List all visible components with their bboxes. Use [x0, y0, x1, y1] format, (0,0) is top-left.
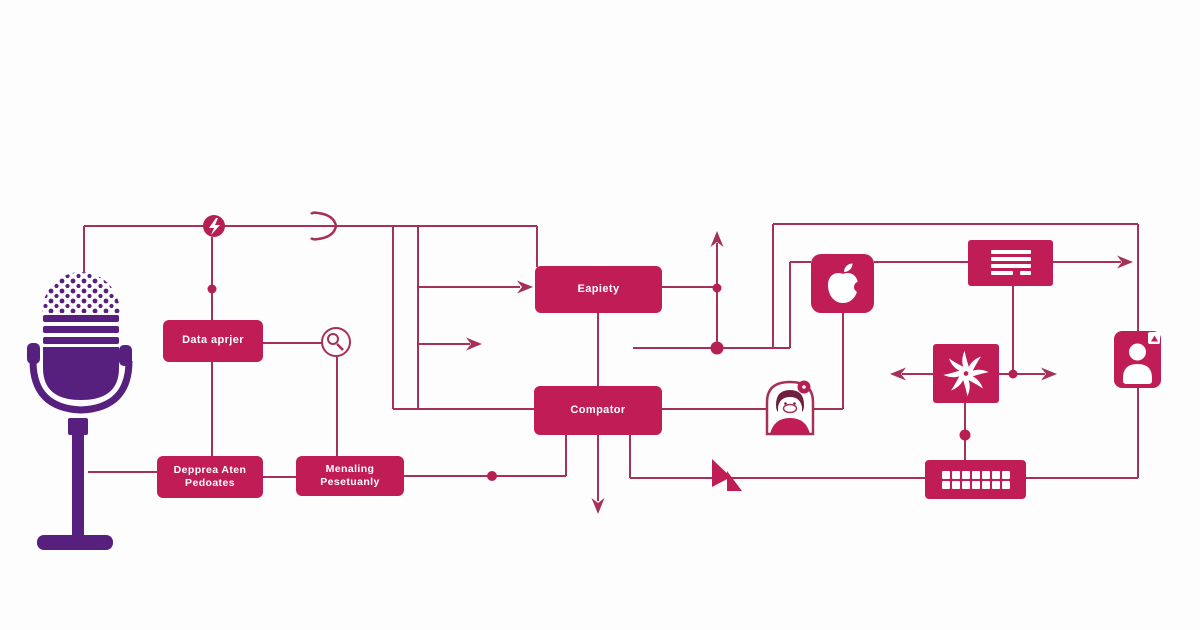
starburst-tile — [933, 344, 999, 403]
junction-dots — [207, 283, 1018, 481]
box-data-analyzer: Data aprjer — [163, 320, 263, 362]
mic-holder-left-prong — [27, 343, 40, 364]
mic-neck — [68, 418, 88, 435]
keyboard-icon — [941, 470, 1010, 489]
keyboard-tile — [925, 460, 1026, 499]
box-comparator: Compator — [534, 386, 662, 435]
chevron-arrow-icon — [310, 211, 338, 241]
alert-triangle-icon — [1151, 335, 1158, 342]
microphone-icon — [27, 272, 133, 550]
apple-logo-tile — [811, 254, 874, 313]
box-data-analyzer-label: Data aprjer — [182, 334, 244, 347]
avatar-portrait-icon — [763, 377, 818, 437]
document-lines-icon — [968, 240, 1053, 286]
user-card-icon — [1123, 332, 1160, 384]
box-expiety: Eapiety — [535, 266, 662, 313]
box-penalty-line2: Pesetuanly — [320, 476, 380, 488]
arrowheads — [466, 231, 1133, 514]
cursor-pointer-icon — [712, 459, 742, 491]
user-card-tile — [1114, 331, 1161, 388]
mic-grille-dome — [42, 272, 120, 313]
mic-holder-right-prong — [119, 345, 132, 366]
mic-stem — [72, 435, 84, 535]
connector-lines — [83, 223, 1139, 501]
mic-stripes — [43, 315, 119, 344]
mic-body — [43, 347, 119, 400]
box-deprivation-line1: Depprea Aten — [173, 463, 247, 476]
mic-base — [37, 535, 113, 550]
starburst-icon — [943, 350, 989, 397]
box-deprivation-line2: Pedoates — [185, 477, 235, 489]
magnifier-icon — [321, 327, 351, 357]
flow-node-icon — [203, 215, 225, 237]
apple-logo-icon — [827, 263, 863, 303]
box-deprivation: Depprea Aten Pedoates — [157, 456, 263, 498]
box-penalty: Menaling Pesetuanly — [296, 456, 404, 496]
box-expiety-label: Eapiety — [577, 282, 620, 295]
mic-holder-arc — [29, 360, 133, 414]
box-penalty-line1: Menaling — [325, 462, 375, 475]
box-comparator-label: Compator — [570, 403, 626, 416]
document-lines-tile — [968, 240, 1053, 286]
